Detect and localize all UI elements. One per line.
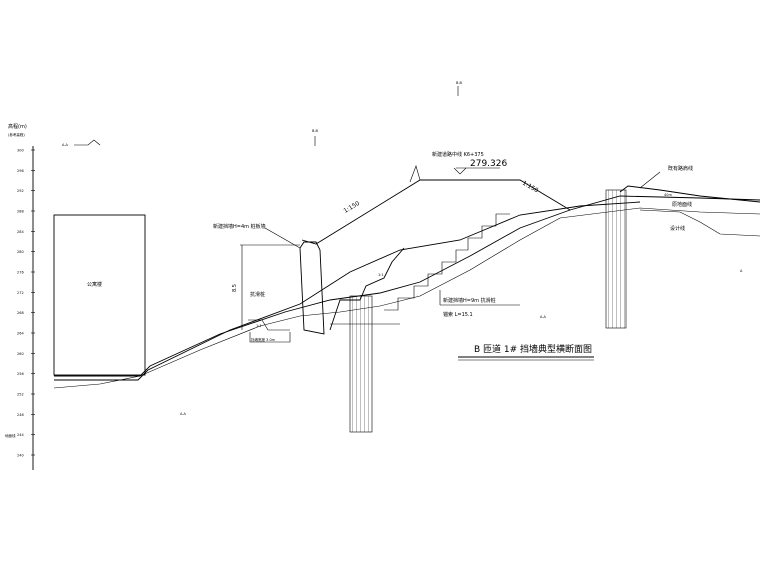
right-design-line (639, 209, 760, 237)
axis-tick-label: 300 (17, 149, 24, 153)
ground-lines (53, 195, 760, 389)
side-note-left: A-A (180, 412, 187, 416)
left-toe (248, 319, 290, 331)
axis-title: 高程(m) (8, 123, 27, 130)
axis-tick-label: 240 (17, 454, 24, 458)
axis-tick-label: 244 (17, 433, 24, 437)
axis-tick-label: 260 (17, 352, 24, 356)
axis-tick-label: 268 (17, 311, 24, 315)
section-title-text: B 匝道 1# 挡墙典型横断面图 (474, 343, 592, 355)
wall-mid-label: 新建挡墙H=9m 抗滑桩 (443, 297, 496, 304)
axis-tick-label: 248 (17, 413, 24, 417)
right-pile-rect (605, 189, 627, 329)
axis-tick-label: 264 (17, 332, 24, 336)
axis-subtitle: (参考高程) (8, 132, 25, 137)
axis-tick-label: 276 (17, 271, 24, 275)
right-top-label: 既有路肩线 (668, 165, 693, 172)
stepped-wall (384, 213, 510, 311)
far-right-label: A (740, 269, 743, 273)
wall-left-leader (264, 227, 301, 249)
bottom-width-box (249, 332, 291, 343)
top-center-mark: B-B (456, 81, 463, 85)
axis-tick-label: 288 (17, 210, 24, 214)
small-note: 抗滑桩 (250, 291, 265, 298)
section-title: B 匝道 1# 挡墙典型横断面图 (458, 343, 594, 361)
ground-line-1 (54, 195, 760, 377)
wall-left-label: 新建挡墙H=4m 桩板墙 (213, 223, 266, 230)
axis-tick-label: 292 (17, 189, 24, 193)
right-low-label: 设计线 (670, 225, 685, 232)
axis-tick-label: 284 (17, 230, 24, 234)
elevation-triangle (453, 167, 467, 175)
mid-pile-wall: 新建挡墙H=9m 抗滑桩 锚索 L=15.1 1:1 (329, 213, 520, 433)
elevation-value: 279.326 (470, 159, 507, 169)
mid-pile (349, 295, 373, 433)
road-center-label: 新建道路中线 K6+375 (432, 151, 484, 158)
axis-ticks: 300 296 292 288 284 280 276 272 268 264 260 256 252 2… (17, 149, 35, 458)
right-mid-1: 40m (664, 193, 672, 197)
road-embankment: 1:150 1:150 新建道路中线 K6+375 279.326 (301, 151, 571, 245)
left-retaining-wall: 8.5 新建挡墙H=4m 桩板墙 抗滑桩 挡墙宽度 3.0m 1:1 (213, 223, 325, 343)
top-mark-2: B-B (312, 129, 319, 133)
slope-ratio-mid: 1:1 (378, 273, 384, 277)
building-label: 公寓楼 (87, 281, 102, 288)
side-note-mid: A-A (540, 315, 547, 319)
top-left-mark: A-A (62, 143, 69, 147)
right-ground (619, 185, 760, 203)
right-pile: 既有路肩线 40m 原地面线 设计线 A A-A A-A (180, 165, 760, 416)
axis-tick-label: 272 (17, 291, 24, 295)
elevation-axis: 高程(m) (参考高程) 300 296 292 288 284 280 276 272 268… (5, 123, 35, 470)
wall-height-label: 8.5 (232, 284, 238, 292)
left-wall-body (299, 241, 325, 335)
axis-tick-label: 256 (17, 372, 24, 376)
ground-line-2 (54, 201, 641, 381)
building: 公寓楼 (53, 214, 146, 376)
right-mid-2: 原地面线 (672, 201, 692, 208)
slope-left-label: 1:150 (343, 200, 362, 215)
top-marks: A-A B-B B-B (62, 81, 463, 147)
right-top-leader (639, 171, 661, 189)
axis-tick-label: 296 (17, 169, 24, 173)
top-left-arrow (74, 139, 101, 146)
slope-right-label: 1:150 (521, 180, 540, 195)
axis-bottom-label: 地面线 (5, 433, 16, 438)
building-rect (53, 214, 146, 376)
road-center-marker (409, 165, 421, 183)
axis-tick-label: 280 (17, 250, 24, 254)
anchor-note: 锚索 L=15.1 (443, 311, 473, 318)
mid-wall-face (329, 247, 405, 331)
axis-tick-label: 252 (17, 393, 24, 397)
slope-ratio: 1:1 (256, 324, 262, 328)
bottom-width-label: 挡墙宽度 3.0m (251, 337, 276, 342)
